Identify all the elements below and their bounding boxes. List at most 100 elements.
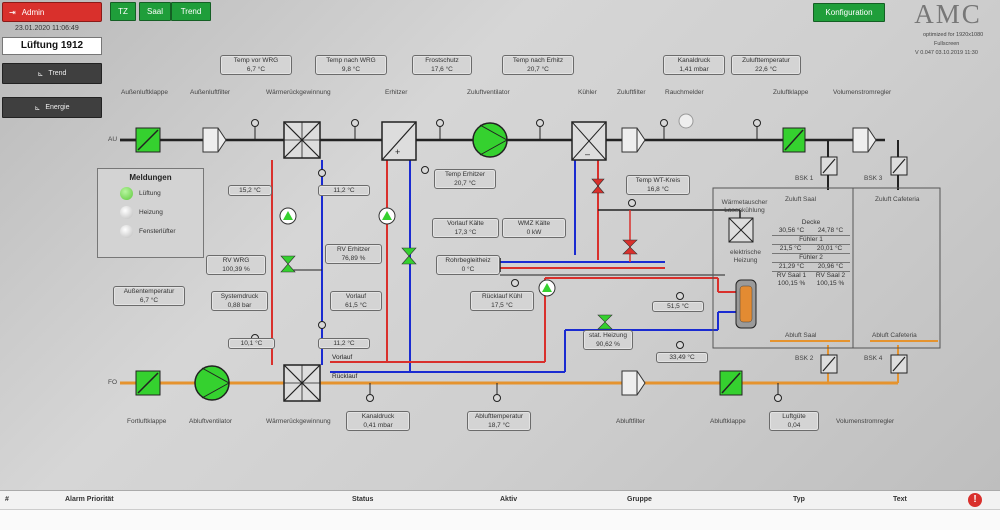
label-supply-fan: Zuluftventilator	[467, 89, 510, 96]
label-vav-top: Volumenstromregler	[833, 89, 892, 96]
label-supply-filter: Zuluftfilter	[617, 89, 646, 96]
tab-trend[interactable]: Trend	[171, 2, 211, 21]
value-sensor-c: 51,5 °C	[652, 301, 704, 312]
message-window-vent: Fensterlüfter	[120, 225, 203, 238]
label-vav-bottom: Volumenstromregler	[836, 418, 895, 425]
col-priority[interactable]: Alarm Priorität	[65, 496, 114, 503]
col-group[interactable]: Gruppe	[627, 496, 652, 503]
datetime: 23.01.2020 11:06:49	[15, 25, 79, 32]
label-return: Rücklauf	[332, 373, 358, 380]
chart-icon: ⊾	[37, 70, 44, 78]
configuration-button[interactable]: Konfiguration	[813, 3, 885, 22]
chart-icon: ⊾	[34, 104, 41, 112]
value-sensor-b: 11,2 °C	[318, 185, 370, 196]
label-bsk4: BSK 4	[864, 355, 883, 362]
value-sensor-a: 15,2 °C	[228, 185, 272, 196]
label-exhaust-damper: Abluftklappe	[710, 418, 746, 425]
label-exhaust-filter: Abluftfilter	[616, 418, 645, 425]
label-supply-cafeteria: Zuluft Cafeteria	[875, 196, 920, 203]
alarm-table[interactable]: # Alarm Priorität Status Aktiv Gruppe Ty…	[0, 490, 1000, 530]
smoke-detector	[678, 113, 694, 129]
message-heating: Heizung	[120, 206, 203, 219]
logout-icon: ⇥	[9, 7, 16, 17]
status-led-off	[120, 206, 133, 219]
energy-button[interactable]: ⊾ Energie	[2, 97, 102, 118]
messages-title: Meldungen	[129, 173, 172, 182]
message-ventilation: Lüftung	[120, 187, 203, 200]
alarm-table-header: # Alarm Priorität Status Aktiv Gruppe Ty…	[0, 491, 1000, 510]
company-logo: AMC	[914, 0, 982, 29]
value-sensor-f: 33,49 °C	[656, 352, 708, 363]
label-heat-exchanger: Wärmetauscher Lasenkühlung	[721, 199, 768, 214]
label-heater: Erhitzer	[385, 89, 408, 96]
label-exhaust-fan: Abluftventilator	[189, 418, 232, 425]
col-text[interactable]: Text	[893, 496, 907, 503]
hall-rv-row: 100,15 %100,15 %	[777, 280, 845, 287]
trend-button-label: Trend	[48, 70, 67, 77]
col-type[interactable]: Typ	[793, 496, 805, 503]
resolution-note: optimized for 1920x1080	[923, 32, 984, 38]
col-index[interactable]: #	[5, 496, 9, 503]
pumps	[279, 207, 556, 297]
screen-mode: Fullscreen	[934, 41, 960, 47]
label-smoke-detector: Rauchmelder	[665, 89, 704, 96]
label-supply-damper: Zuluftklappe	[773, 89, 809, 96]
hall-ceiling-header: Decke	[801, 219, 821, 226]
tab-tz[interactable]: TZ	[110, 2, 136, 21]
label-outdoor-filter: Außenluftfilter	[190, 89, 231, 96]
label-au: AU	[108, 136, 118, 143]
label-exhaust-cafeteria: Abluft Cafeteria	[872, 332, 917, 339]
label-cooler: Kühler	[578, 89, 597, 96]
label-heat-recovery-bottom: Wärmerückgewinnung	[266, 418, 331, 425]
svg-text:–: –	[585, 149, 590, 159]
admin-label: Admin	[21, 7, 45, 17]
hall-sensor1-header: Fühler 1	[772, 235, 850, 244]
svg-text:+: +	[395, 147, 400, 157]
col-active[interactable]: Aktiv	[500, 496, 518, 503]
tab-saal[interactable]: Saal	[139, 2, 171, 21]
trend-button[interactable]: ⊾ Trend	[2, 63, 102, 84]
value-sensor-d: 10,1 °C	[228, 338, 275, 349]
col-status[interactable]: Status	[352, 496, 374, 503]
label-bsk2: BSK 2	[795, 355, 814, 362]
supply-fan	[472, 122, 508, 158]
label-bsk3: BSK 3	[864, 175, 883, 182]
exhaust-fan	[194, 365, 230, 401]
ventilation-schematic: + –	[120, 113, 941, 402]
label-outdoor-damper: Außenluftklappe	[121, 89, 168, 96]
value-sensor-e: 11,2 °C	[318, 338, 370, 349]
alarm-icon[interactable]: !	[968, 493, 982, 507]
status-led-off	[120, 225, 133, 238]
label-heat-recovery-top: Wärmerückgewinnung	[266, 89, 331, 96]
admin-button[interactable]: ⇥ Admin	[2, 2, 102, 22]
label-fo: FO	[108, 379, 118, 386]
room-cafeteria	[852, 187, 941, 349]
label-flow: Vorlauf	[332, 354, 353, 361]
label-supply-hall: Zuluft Saal	[785, 196, 817, 203]
